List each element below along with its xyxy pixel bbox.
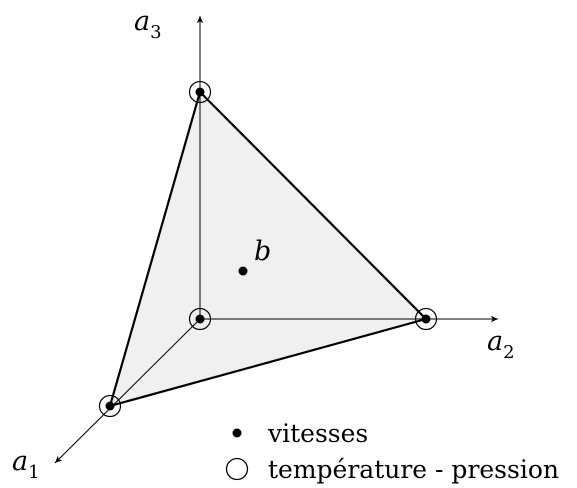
vertex-a2 xyxy=(414,307,438,331)
axis-label-a2: a2 xyxy=(487,326,515,363)
legend-circle-label: température - pression xyxy=(268,455,559,484)
axis-a1 xyxy=(54,318,201,464)
point-b xyxy=(238,266,248,276)
vertex-a1 xyxy=(98,394,122,418)
legend-dot-label: vitesses xyxy=(267,419,368,448)
legend-circle-icon xyxy=(225,457,249,481)
axis-label-a3: a3 xyxy=(134,6,162,43)
triangle-face xyxy=(108,90,428,408)
legend: vitesses température - pression xyxy=(225,419,559,484)
vertex-a3 xyxy=(188,80,212,104)
axis-label-a1: a1 xyxy=(12,446,40,483)
vertex-origin xyxy=(188,307,212,331)
point-b-label: b xyxy=(254,236,271,267)
legend-dot-icon xyxy=(232,428,242,438)
